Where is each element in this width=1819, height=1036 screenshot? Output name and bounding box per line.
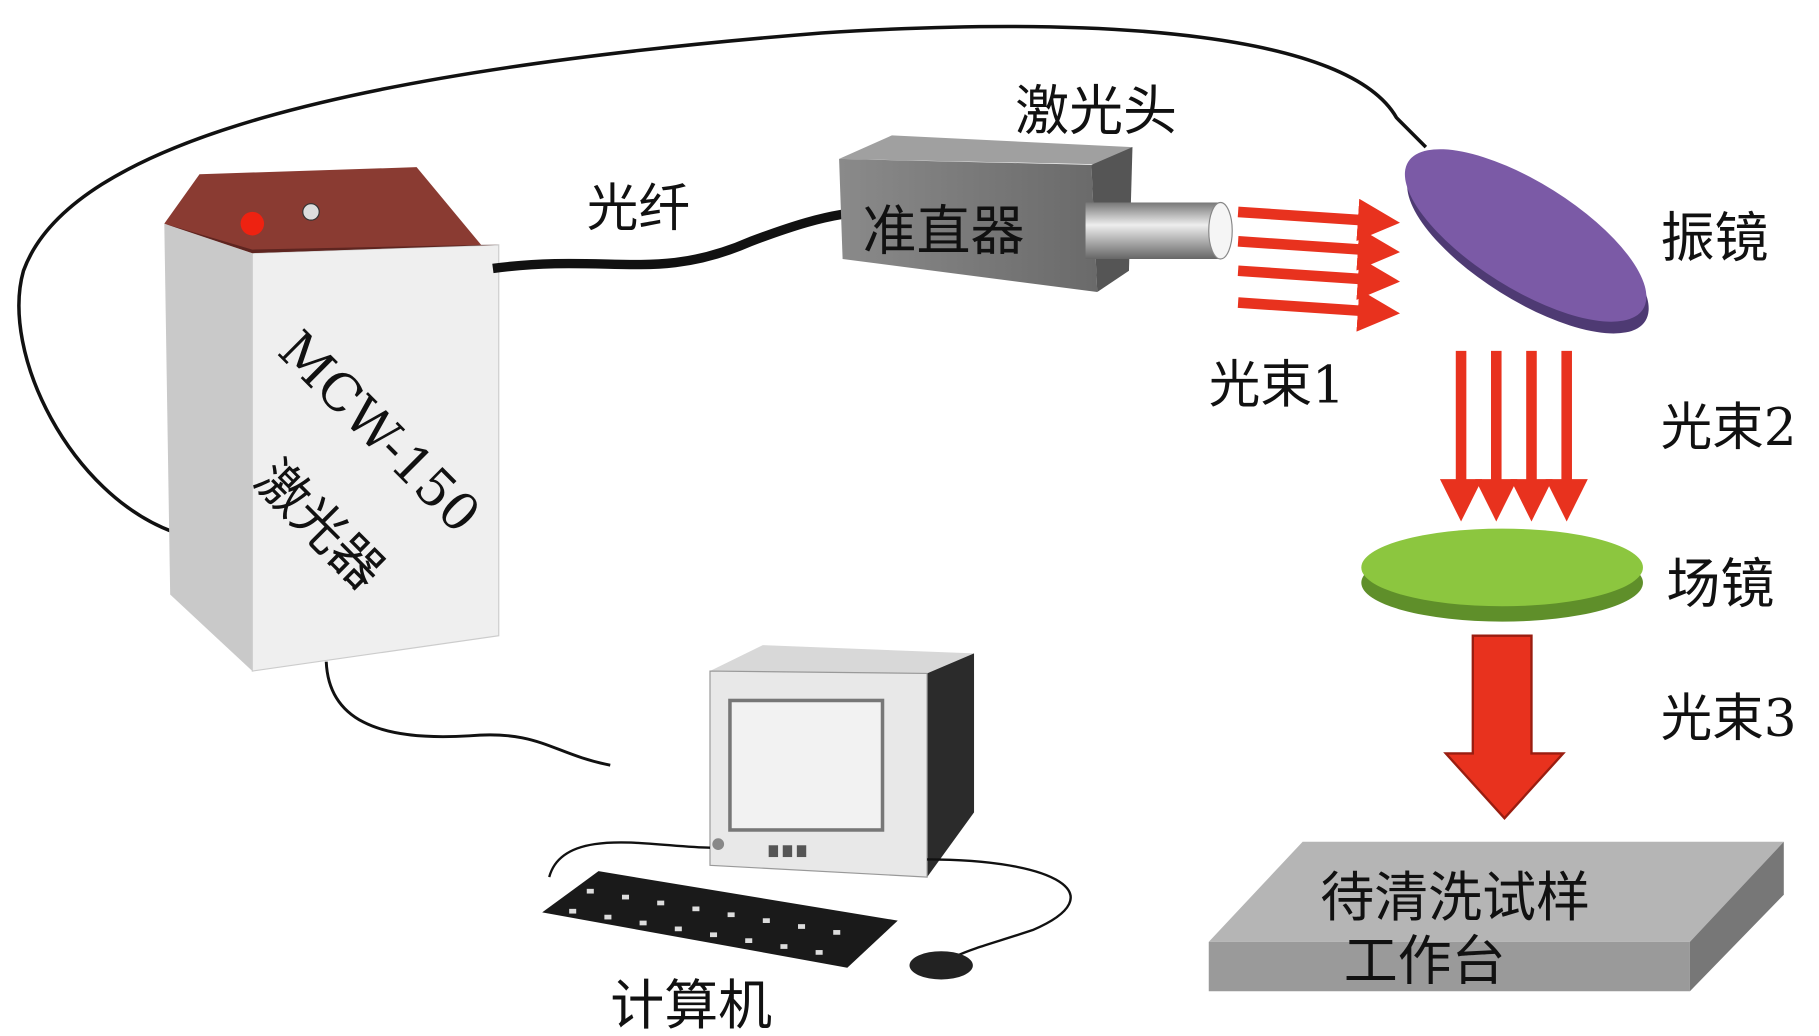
power-button-icon xyxy=(240,211,265,236)
collimator-barrel xyxy=(1085,202,1221,259)
beam-2-arrows xyxy=(1439,350,1588,522)
laser-source-unit: MCW-150 激光器 xyxy=(164,167,500,672)
mouse xyxy=(909,951,973,980)
field-lens-label: 场镜 xyxy=(1666,553,1774,616)
galvo-mirror xyxy=(1404,149,1649,334)
control-cable xyxy=(17,24,1428,534)
optical-fiber xyxy=(492,209,844,274)
keyboard xyxy=(542,871,898,968)
laser-head: 准直器 xyxy=(839,135,1233,292)
beam-3-arrow xyxy=(1443,634,1566,820)
computer xyxy=(324,645,1072,980)
computer-label: 计算机 xyxy=(610,974,772,1036)
beam-1-label: 光束1 xyxy=(1209,356,1345,416)
galvo-mirror-label: 振镜 xyxy=(1661,207,1769,270)
laser-head-label: 激光头 xyxy=(1015,79,1177,142)
beam-1-arrows xyxy=(1237,198,1400,332)
field-lens xyxy=(1361,528,1643,622)
key-switch-icon xyxy=(302,203,320,221)
beam-2-label: 光束2 xyxy=(1661,398,1797,458)
beam-3-label: 光束3 xyxy=(1661,689,1797,749)
sample-label: 待清洗试样 xyxy=(1320,866,1590,929)
fiber-label: 光纤 xyxy=(587,179,690,239)
stage-label: 工作台 xyxy=(1344,929,1506,992)
work-stage: 待清洗试样 工作台 xyxy=(1208,841,1784,993)
collimator-label: 准直器 xyxy=(863,200,1025,263)
monitor-screen xyxy=(728,698,885,832)
